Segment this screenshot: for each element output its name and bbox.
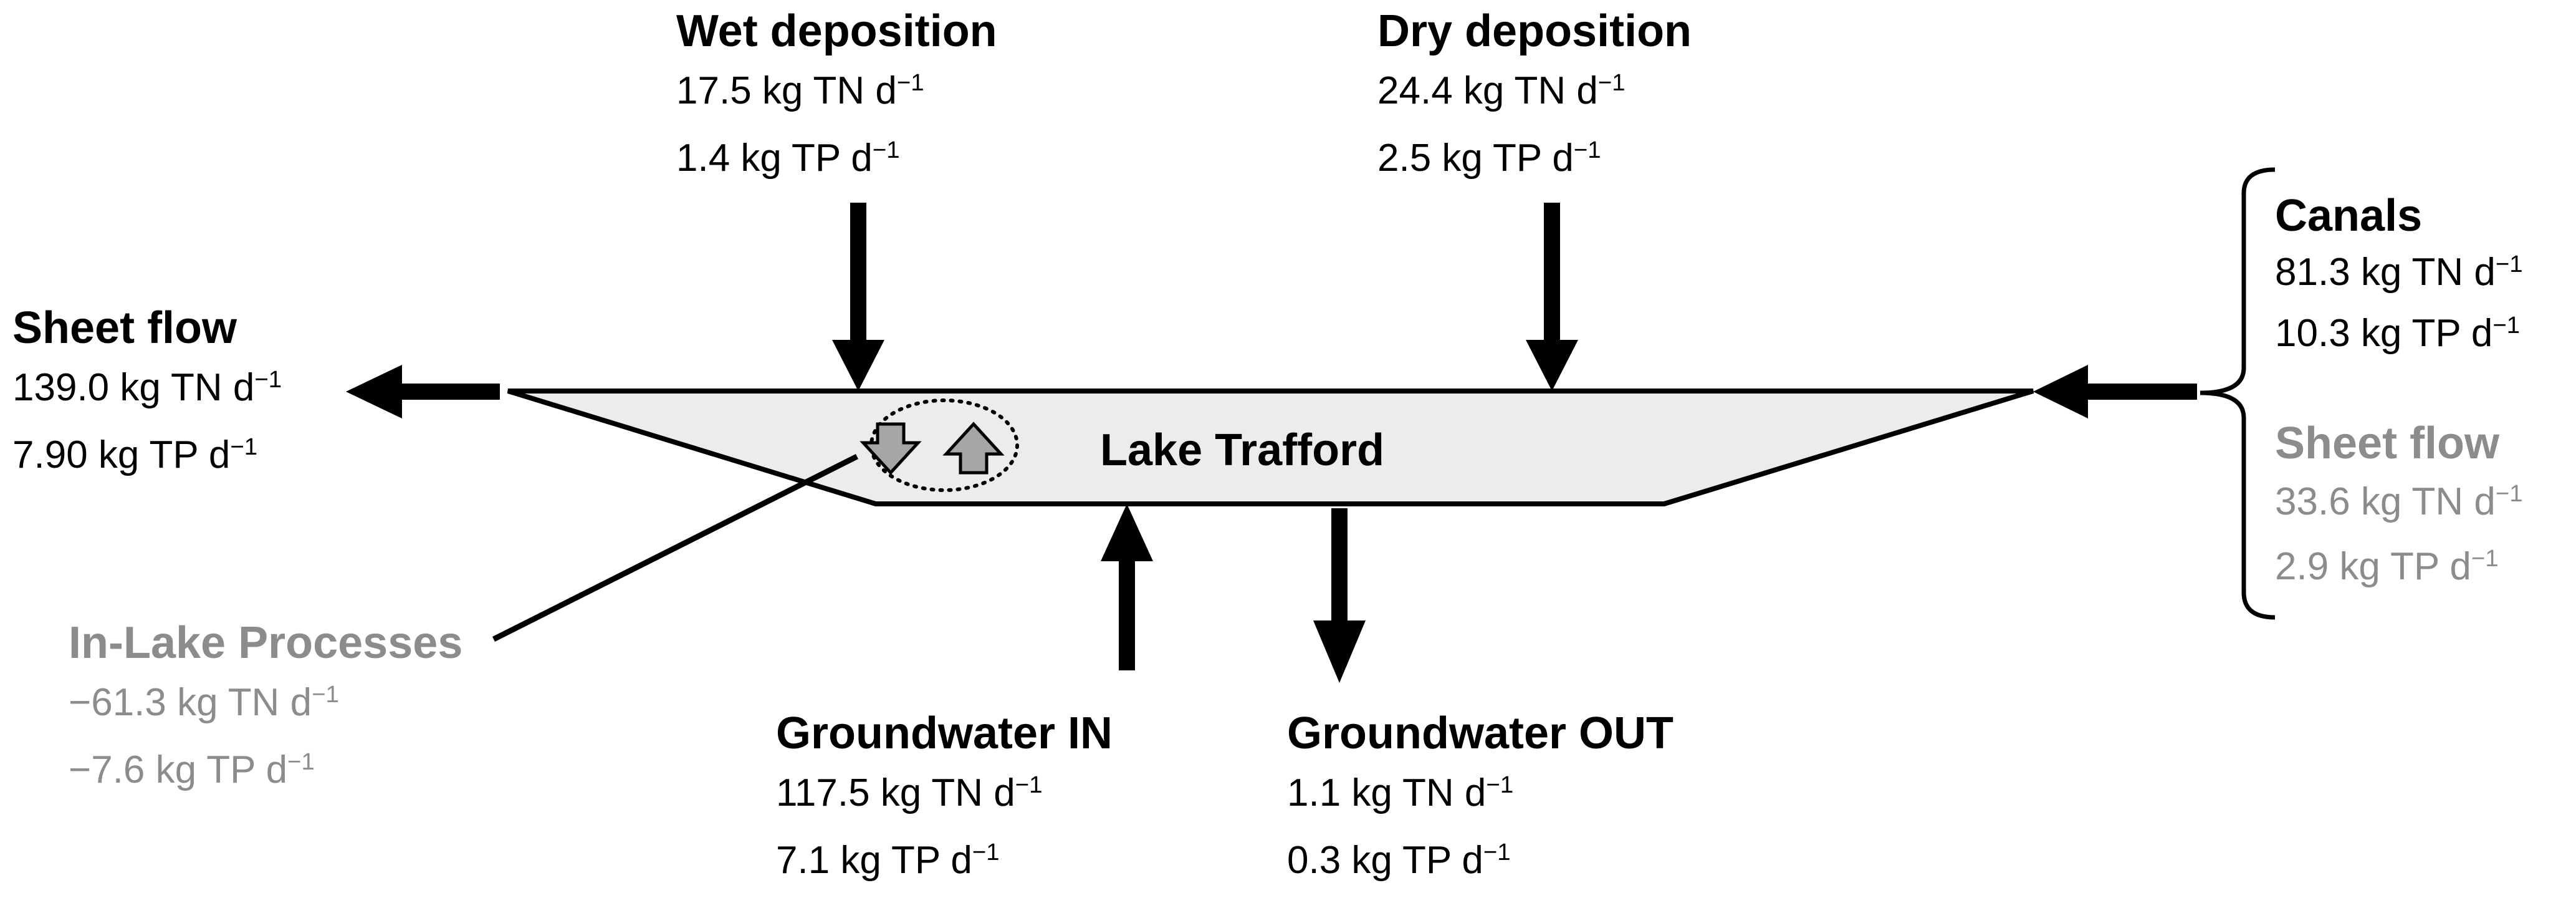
dry-deposition-arrow [1526, 203, 1578, 391]
groundwater-out-label: Groundwater OUT 1.1 kg TN d−1 0.3 kg TP … [1287, 705, 1673, 897]
sheet-flow-in-title: Sheet flow [2275, 418, 2500, 468]
wet-deposition-label: Wet deposition 17.5 kg TN d−1 1.4 kg TP … [676, 2, 997, 195]
in-lake-processes-title: In-Lake Processes [69, 618, 463, 668]
sheet-flow-out-title: Sheet flow [12, 303, 237, 353]
in-lake-processes-label: In-Lake Processes −61.3 kg TN d−1 −7.6 k… [69, 614, 462, 806]
inflow-bracket [2200, 167, 2276, 620]
groundwater-in-label: Groundwater IN 117.5 kg TN d−1 7.1 kg TP… [776, 705, 1113, 897]
groundwater-out-title: Groundwater OUT [1287, 708, 1674, 758]
wet-deposition-tn: 17.5 kg TN d−1 [676, 69, 924, 112]
dry-deposition-tp: 2.5 kg TP d−1 [1377, 136, 1601, 180]
canals-title: Canals [2275, 191, 2423, 241]
inflow-arrow [2033, 365, 2197, 418]
groundwater-out-arrow [1313, 508, 1366, 683]
in-lake-process-marker [869, 398, 1019, 492]
dry-deposition-label: Dry deposition 24.4 kg TN d−1 2.5 kg TP … [1377, 2, 1692, 195]
dry-deposition-tn: 24.4 kg TN d−1 [1377, 69, 1626, 112]
sheet-flow-in-tp: 2.9 kg TP d−1 [2275, 544, 2499, 588]
sheet-flow-out-tn: 139.0 kg TN d−1 [12, 365, 282, 409]
wet-deposition-title: Wet deposition [676, 6, 997, 56]
in-lake-processes-tp: −7.6 kg TP d−1 [69, 748, 315, 791]
down-arrow-icon [859, 422, 922, 475]
sheet-flow-out-tp: 7.90 kg TP d−1 [12, 433, 258, 476]
sheet-flow-out-label: Sheet flow 139.0 kg TN d−1 7.90 kg TP d−… [12, 299, 282, 491]
wet-deposition-arrow [832, 203, 884, 391]
canals-tn: 81.3 kg TN d−1 [2275, 250, 2523, 294]
groundwater-in-tn: 117.5 kg TN d−1 [776, 771, 1043, 814]
groundwater-out-tp: 0.3 kg TP d−1 [1287, 838, 1511, 882]
groundwater-in-tp: 7.1 kg TP d−1 [776, 838, 1000, 882]
wet-deposition-tp: 1.4 kg TP d−1 [676, 136, 900, 180]
groundwater-in-arrow [1101, 504, 1153, 670]
canals-label: Canals 81.3 kg TN d−1 10.3 kg TP d−1 [2275, 187, 2523, 367]
in-lake-processes-tn: −61.3 kg TN d−1 [69, 680, 339, 724]
sheet-flow-out-arrow [346, 365, 500, 418]
dry-deposition-title: Dry deposition [1377, 6, 1692, 56]
sheet-flow-in-tn: 33.6 kg TN d−1 [2275, 480, 2523, 523]
in-lake-leader-line [492, 453, 859, 642]
sheet-flow-in-label: Sheet flow 33.6 kg TN d−1 2.9 kg TP d−1 [2275, 415, 2523, 602]
lake-name-label: Lake Trafford [1100, 425, 1385, 475]
canals-tp: 10.3 kg TP d−1 [2275, 311, 2521, 355]
groundwater-in-title: Groundwater IN [776, 708, 1113, 758]
up-arrow-icon [942, 422, 1005, 475]
groundwater-out-tn: 1.1 kg TN d−1 [1287, 771, 1514, 814]
